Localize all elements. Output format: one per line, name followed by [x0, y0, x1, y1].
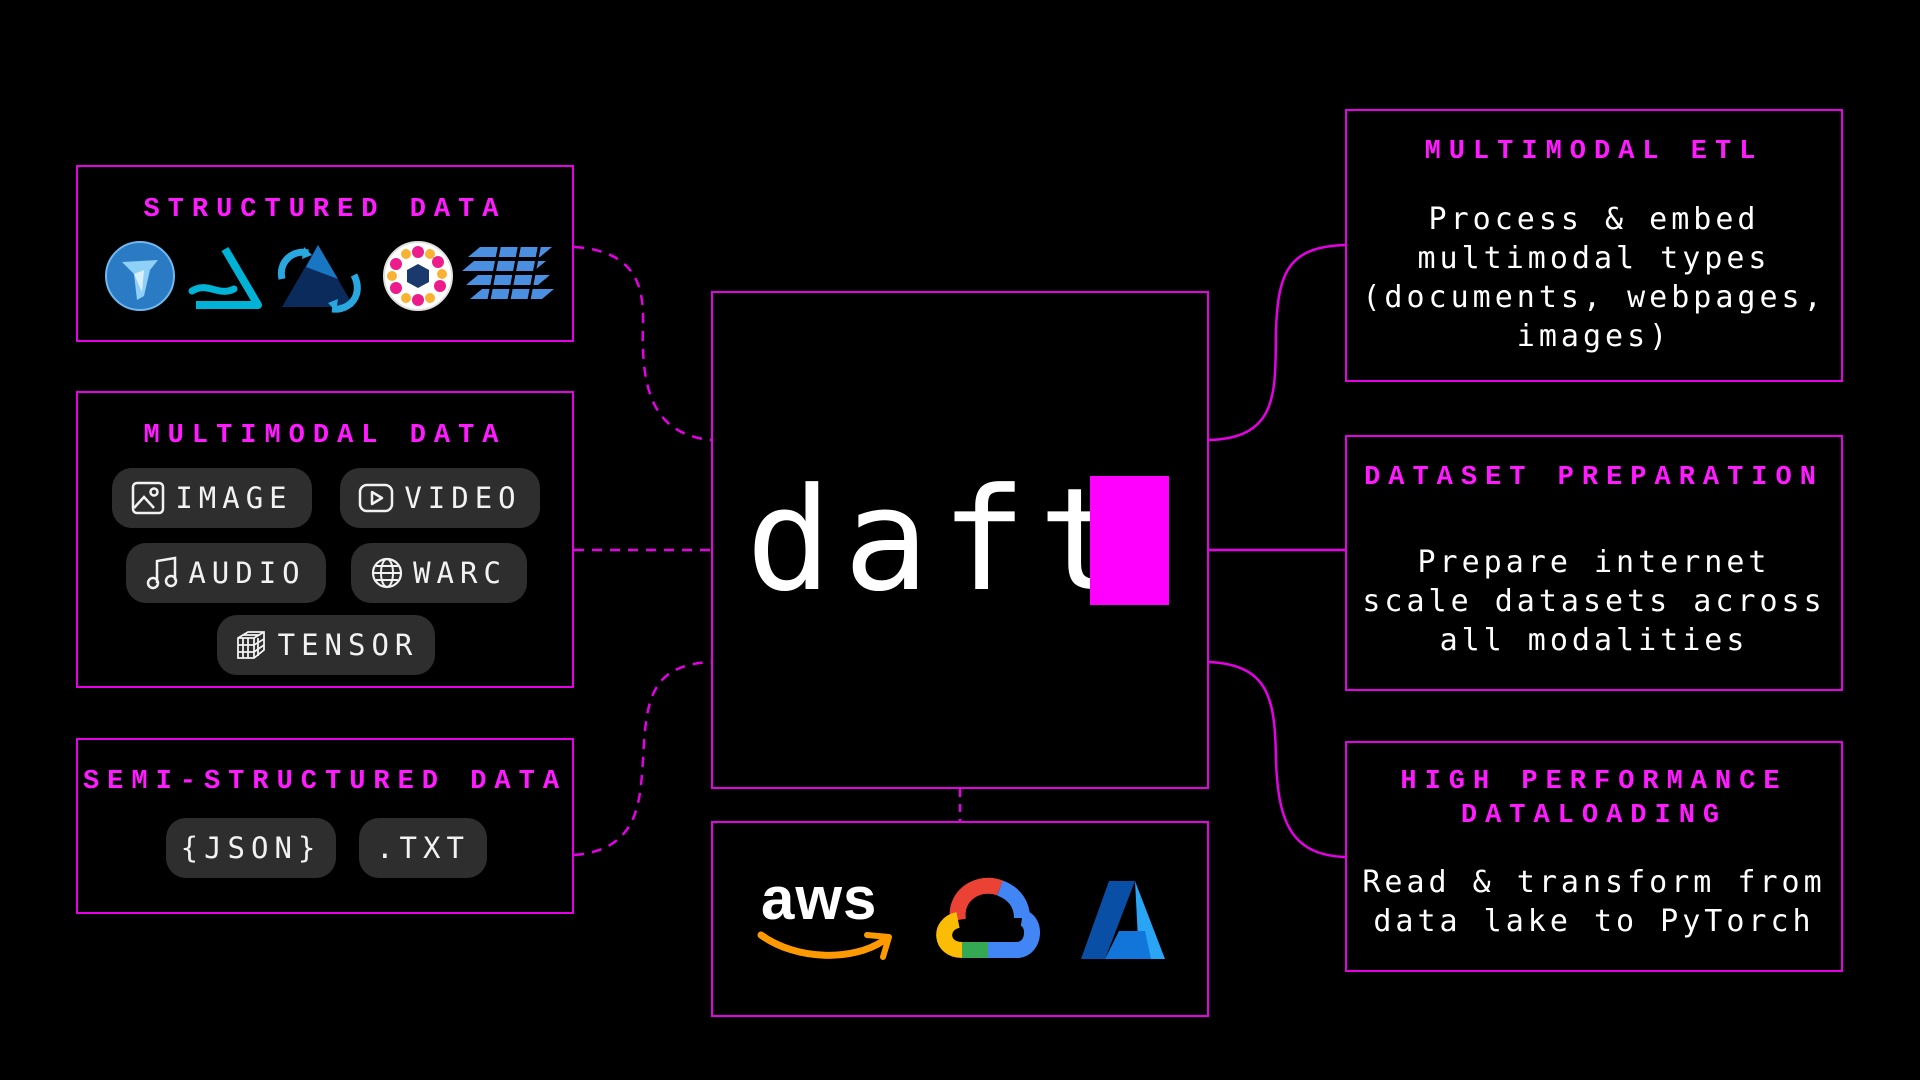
semi-structured-data-title: SEMI-STRUCTURED DATA	[82, 767, 568, 797]
semi-structured-data-box: SEMI-STRUCTURED DATA {JSON} .TXT	[76, 738, 574, 914]
json-pill-label: {JSON}	[180, 831, 322, 865]
multimodal-data-title: MULTIMODAL DATA	[143, 421, 507, 451]
warc-pill[interactable]: WARC	[351, 543, 527, 603]
aws-smile-icon	[757, 931, 892, 960]
dataloading-box: HIGH PERFORMANCE DATALOADING Read & tran…	[1345, 741, 1843, 972]
desc-line: multimodal types	[1417, 241, 1771, 276]
cloud-providers-box: aws	[711, 821, 1209, 1017]
multimodal-etl-box: MULTIMODAL ETL Process & embed multimoda…	[1345, 109, 1843, 382]
desc-line: scale datasets across	[1362, 584, 1826, 619]
video-icon	[359, 483, 394, 513]
delta-lake-logo	[188, 246, 262, 309]
structured-data-box: STRUCTURED DATA	[76, 165, 574, 342]
tensor-pill[interactable]: TENSOR	[217, 615, 435, 675]
connector-structured	[573, 245, 712, 442]
multimodal-etl-title: MULTIMODAL ETL	[1424, 137, 1764, 167]
aws-logo: aws	[757, 869, 897, 969]
video-pill-label: VIDEO	[404, 481, 522, 515]
tensor-cube-icon	[236, 631, 265, 659]
aws-wordmark: aws	[761, 865, 878, 932]
connector-etl	[1208, 243, 1346, 442]
connector-semi-structured	[573, 660, 712, 857]
dataloading-title-line1: HIGH PERFORMANCE	[1400, 767, 1788, 797]
multimodal-data-box: MULTIMODAL DATA IMAGE VIDEO AUDIO	[76, 391, 574, 688]
image-pill[interactable]: IMAGE	[112, 468, 312, 528]
globe-icon	[371, 557, 403, 589]
azure-logo	[1081, 881, 1165, 959]
image-pill-label: IMAGE	[175, 481, 293, 515]
audio-pill[interactable]: AUDIO	[126, 543, 326, 603]
dataloading-title-line2: DATALOADING	[1460, 801, 1728, 831]
video-pill[interactable]: VIDEO	[340, 468, 540, 528]
desc-line: Process & embed	[1428, 202, 1760, 237]
desc-line: Prepare internet	[1417, 545, 1771, 580]
image-icon	[132, 481, 165, 515]
dataset-preparation-title: DATASET PREPARATION	[1364, 463, 1824, 493]
desc-line: Read & transform from	[1362, 865, 1826, 900]
daft-center-box	[711, 291, 1209, 789]
google-cloud-logo	[936, 877, 1040, 958]
unity-catalog-logo	[462, 243, 554, 306]
dataloading-title: HIGH PERFORMANCE DATALOADING	[1347, 765, 1841, 833]
connector-dataloading	[1208, 660, 1346, 859]
audio-pill-label: AUDIO	[188, 556, 306, 590]
desc-line: images)	[1516, 319, 1672, 354]
json-pill[interactable]: {JSON}	[166, 818, 336, 878]
warc-pill-label: WARC	[413, 556, 507, 590]
desc-line: (documents, webpages,	[1362, 280, 1826, 315]
structured-data-title: STRUCTURED DATA	[143, 195, 507, 225]
dataset-preparation-desc: Prepare internet scale datasets across a…	[1347, 543, 1841, 660]
dataset-preparation-box: DATASET PREPARATION Prepare internet sca…	[1345, 435, 1843, 691]
desc-line: data lake to PyTorch	[1373, 904, 1815, 939]
desc-line: all modalities	[1439, 623, 1749, 658]
apache-hudi-logo	[277, 245, 361, 313]
cursor-block	[1090, 476, 1169, 605]
tensor-pill-label: TENSOR	[277, 628, 419, 662]
dataloading-desc: Read & transform from data lake to PyTor…	[1347, 863, 1841, 941]
daft-wordmark: daft	[746, 458, 1136, 623]
txt-pill-label: .TXT	[376, 831, 470, 865]
multimodal-etl-desc: Process & embed multimodal types (docume…	[1347, 200, 1841, 356]
apache-parquet-logo	[383, 241, 453, 311]
apache-iceberg-logo	[105, 241, 175, 311]
audio-icon	[147, 556, 178, 590]
txt-pill[interactable]: .TXT	[359, 818, 487, 878]
